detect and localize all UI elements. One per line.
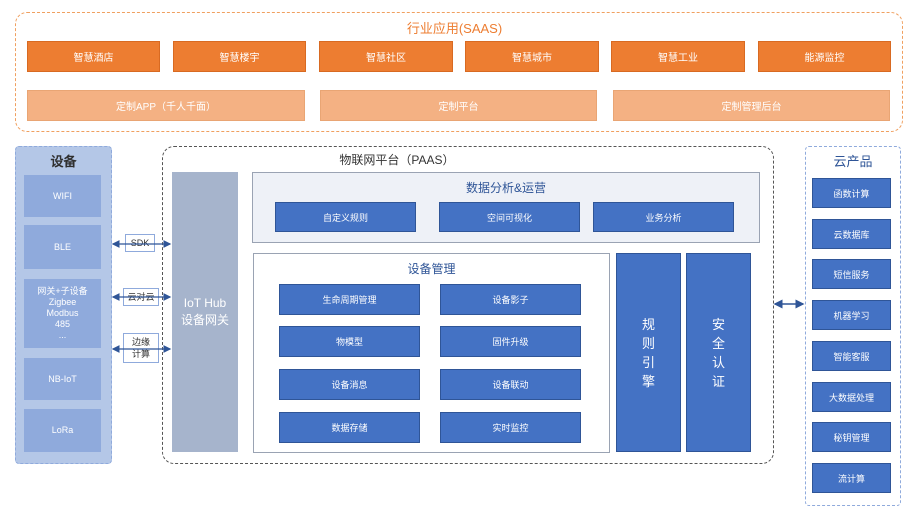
- device-mgmt-shadow: 设备影子: [440, 284, 581, 315]
- iot-hub-gateway: IoT Hub 设备网关: [172, 172, 238, 452]
- saas-app-smart-community: 智慧社区: [319, 41, 453, 72]
- saas-custom-platform: 定制平台: [320, 90, 597, 121]
- device-mgmt-thing-model: 物模型: [279, 326, 420, 357]
- device-mgmt-monitoring: 实时监控: [440, 412, 581, 443]
- cloud-big-data: 大数据处理: [812, 382, 891, 412]
- saas-title: 行业应用(SAAS): [406, 21, 503, 36]
- analytics-custom-rules: 自定义规则: [275, 202, 416, 232]
- device-mgmt-lifecycle: 生命周期管理: [279, 284, 420, 315]
- cloud-products-frame: [805, 146, 901, 506]
- device-gateway: 网关+子设备 Zigbee Modbus 485 ...: [24, 279, 101, 348]
- device-mgmt-linkage: 设备联动: [440, 369, 581, 400]
- device-nb-iot: NB-IoT: [24, 358, 101, 400]
- cloud-sms: 短信服务: [812, 259, 891, 289]
- cloud-stream-compute: 流计算: [812, 463, 891, 493]
- device-mgmt-messages: 设备消息: [279, 369, 420, 400]
- cloud-machine-learning: 机器学习: [812, 300, 891, 330]
- saas-custom-admin: 定制管理后台: [613, 90, 890, 121]
- saas-app-smart-building: 智慧楼宇: [173, 41, 306, 72]
- device-mgmt-firmware: 固件升级: [440, 326, 581, 357]
- cloud-database: 云数据库: [812, 219, 891, 249]
- device-lora: LoRa: [24, 409, 101, 452]
- saas-app-smart-industry: 智慧工业: [611, 41, 745, 72]
- device-wifi: WIFI: [24, 175, 101, 217]
- device-mgmt-storage: 数据存储: [279, 412, 420, 443]
- rule-engine: 规 则 引 擎: [616, 253, 681, 452]
- paas-title: 物联网平台（PAAS）: [339, 153, 455, 167]
- saas-custom-app: 定制APP（千人千面）: [27, 90, 305, 121]
- device-mgmt-title: 设备管理: [407, 262, 456, 276]
- cloud-function-compute: 函数计算: [812, 178, 891, 208]
- saas-app-energy-monitor: 能源监控: [758, 41, 891, 72]
- cloud-key-management: 秘钥管理: [812, 422, 891, 452]
- device-ble: BLE: [24, 225, 101, 269]
- analytics-business-analysis: 业务分析: [593, 202, 734, 232]
- devices-title: 设备: [50, 154, 77, 169]
- security-auth: 安 全 认 证: [686, 253, 751, 452]
- saas-app-smart-city: 智慧城市: [465, 41, 599, 72]
- saas-frame: [15, 12, 903, 132]
- analytics-title: 数据分析&运营: [465, 181, 546, 195]
- cloud-smart-service: 智能客服: [812, 341, 891, 371]
- saas-app-smart-hotel: 智慧酒店: [27, 41, 160, 72]
- analytics-spatial-visualization: 空间可视化: [439, 202, 580, 232]
- cloud-products-title: 云产品: [833, 154, 873, 169]
